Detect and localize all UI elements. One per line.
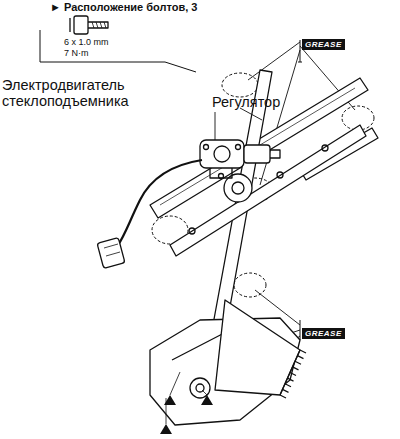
gear-tooth [290,373,296,376]
bolt-note: ► Расположение болтов, 3 [50,1,197,13]
part-name: Регулятор [212,95,280,111]
gear-tooth [295,361,301,364]
bolt-size: 6 x 1.0 mm [64,38,109,48]
gear-tooth [283,389,289,392]
grease-tag: GREASE [302,33,345,51]
grease-text: GREASE [302,39,345,50]
gear-tooth [288,378,294,381]
torque-value: 7 N·m [64,49,89,59]
part-name: Электродвигатель стеклоподъемника [2,78,197,110]
gear-tooth [285,384,291,387]
grease-tag: GREASE [302,322,345,340]
grease-text: GREASE [302,328,345,339]
gear-tooth [293,367,299,370]
gear-tooth [280,395,286,398]
gear-tooth [300,350,306,353]
gear-tooth [298,356,304,359]
